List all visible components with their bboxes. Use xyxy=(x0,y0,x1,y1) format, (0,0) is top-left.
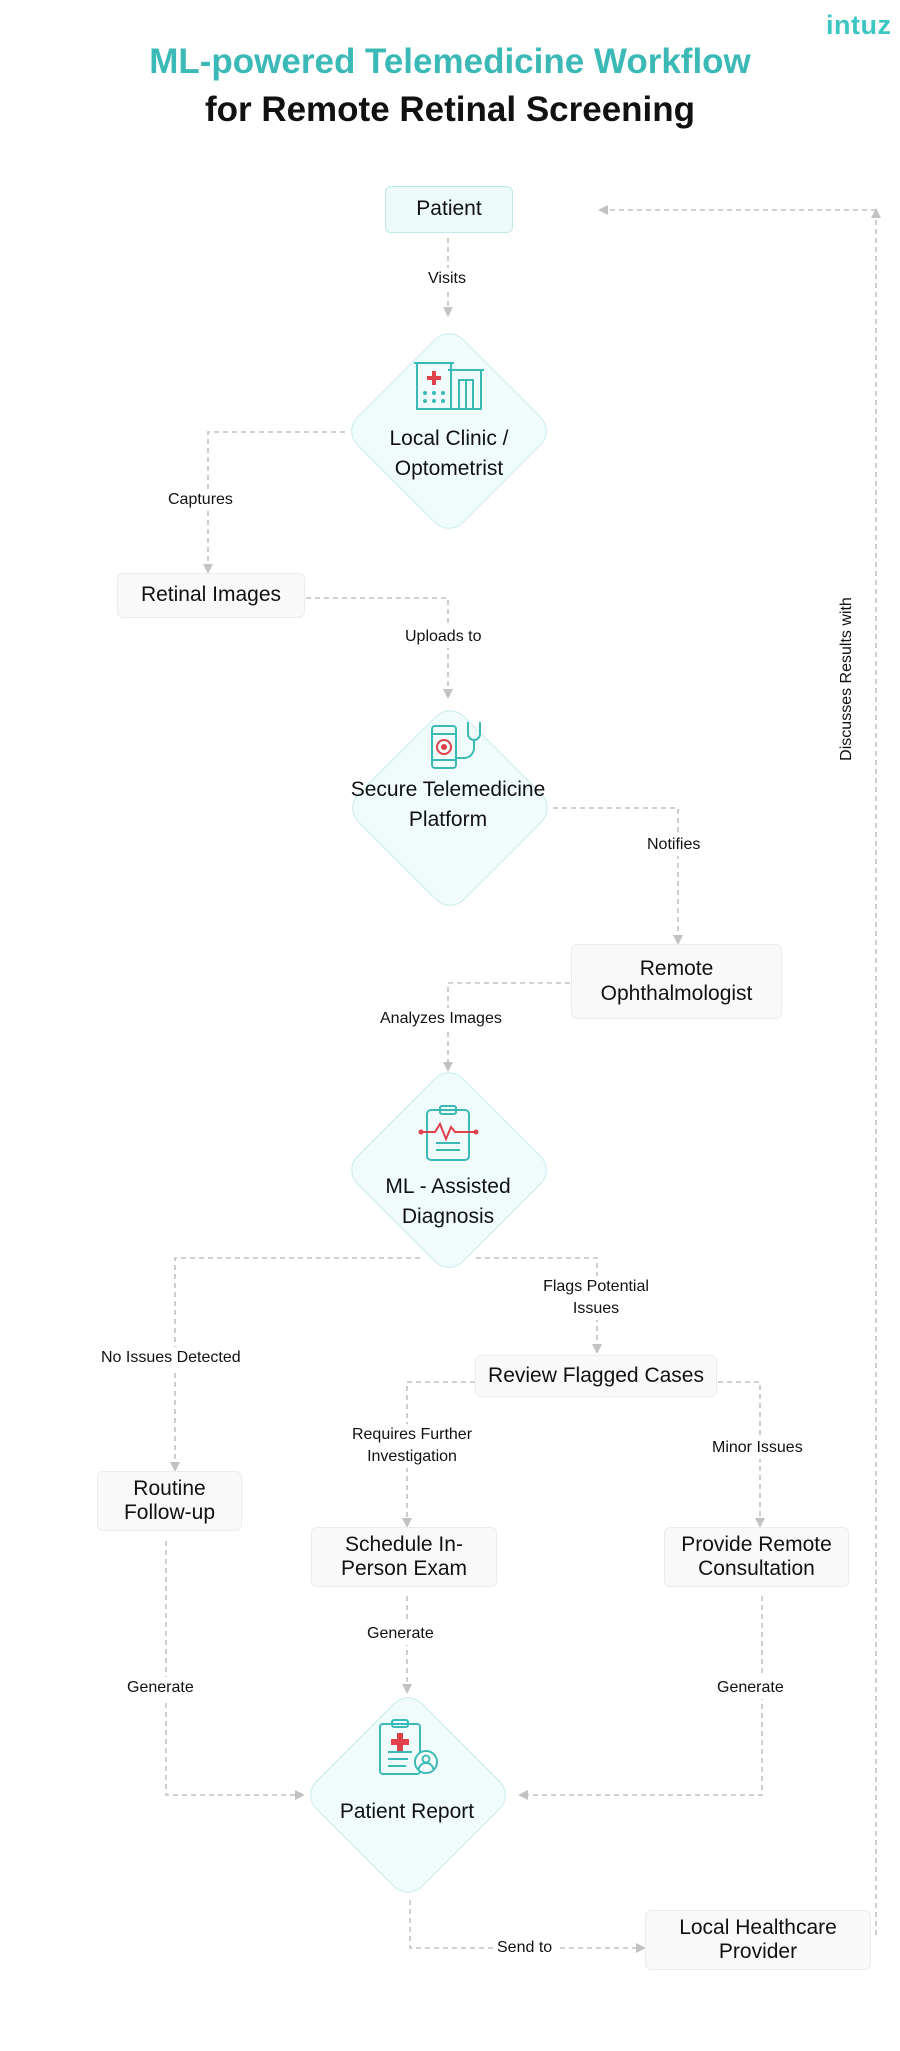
edge-clinic-retinal xyxy=(203,431,345,574)
edge-label-notifies: Notifies xyxy=(643,834,705,856)
edge-diagnosis-routine xyxy=(170,1257,420,1472)
edge-label-generate-right: Generate xyxy=(713,1677,788,1699)
edge-label-minor-issues: Minor Issues xyxy=(708,1437,807,1459)
edge-label-send-to: Send to xyxy=(493,1937,557,1959)
brand-logo: intuz xyxy=(826,10,892,40)
title-line-2: for Remote Retinal Screening xyxy=(204,90,696,129)
node-patient-report: Patient Report xyxy=(339,1800,475,1823)
edge-label-analyzes-images: Analyzes Images xyxy=(376,1008,506,1030)
clipboard-heartbeat-icon xyxy=(418,1105,480,1166)
edge-routine-report xyxy=(165,1541,305,1800)
edge-label-no-issues: No Issues Detected xyxy=(97,1347,245,1369)
node-retinal-images: Retinal Images xyxy=(117,573,305,618)
node-review-flagged: Review Flagged Cases xyxy=(475,1355,717,1397)
node-patient: Patient xyxy=(385,186,513,233)
edge-platform-ophthalmologist xyxy=(553,807,683,945)
edge-label-discusses: Discusses Results with xyxy=(838,597,855,761)
edge-label-flags-potential: Flags Potential Issues xyxy=(527,1276,665,1320)
medical-report-patient-icon xyxy=(378,1718,440,1781)
edge-review-schedule xyxy=(402,1381,475,1528)
node-local-provider: Local Healthcare Provider xyxy=(645,1910,871,1970)
node-remote-consultation: Provide Remote Consultation xyxy=(664,1527,849,1587)
node-ml-diagnosis: ML - Assisted Diagnosis xyxy=(385,1175,511,1228)
edge-diagnosis-review xyxy=(476,1257,602,1354)
title-line-1: ML-powered Telemedicine Workflow xyxy=(149,42,751,81)
edge-review-consult xyxy=(718,1381,765,1528)
node-routine-followup: Routine Follow-up xyxy=(97,1471,242,1531)
mobile-stethoscope-icon xyxy=(428,720,482,775)
node-remote-ophthalmologist: Remote Ophthalmologist xyxy=(571,944,782,1019)
edge-label-requires-further: Requires Further Investigation xyxy=(328,1424,496,1468)
edge-report-provider xyxy=(409,1900,646,1953)
hospital-building-icon xyxy=(414,358,484,417)
edge-label-generate-left: Generate xyxy=(123,1677,198,1699)
edge-consult-report xyxy=(518,1596,763,1800)
edge-label-visits: Visits xyxy=(424,268,470,290)
edge-retinal-platform xyxy=(306,597,453,699)
edge-label-generate-center: Generate xyxy=(363,1623,438,1645)
edge-ophthalmologist-diagnosis xyxy=(443,982,570,1072)
edge-label-captures: Captures xyxy=(164,489,237,511)
node-schedule-exam: Schedule In-Person Exam xyxy=(311,1527,497,1587)
node-local-clinic: Local Clinic / Optometrist xyxy=(389,427,509,480)
node-telemedicine-platform: Secure Telemedicine Platform xyxy=(350,778,546,831)
edge-label-uploads-to: Uploads to xyxy=(401,626,486,648)
